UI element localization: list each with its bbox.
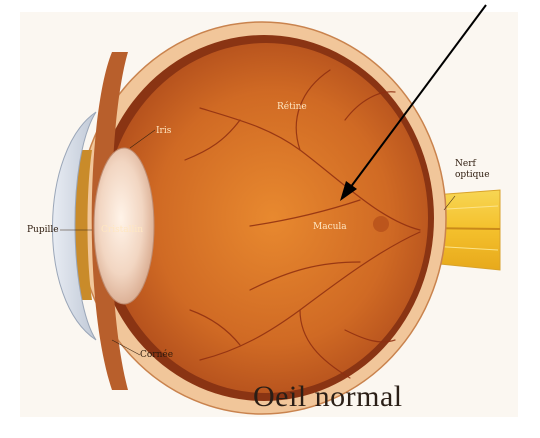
- diagram-caption: Oeil normal: [253, 380, 403, 414]
- macula-spot: [373, 216, 389, 232]
- label-retine: Rétine: [277, 103, 307, 112]
- label-macula: Macula: [313, 223, 347, 232]
- label-cornee: Cornée: [140, 351, 173, 360]
- label-nerf-line2: optique: [455, 171, 490, 180]
- label-iris: Iris: [156, 127, 171, 136]
- label-pupille: Pupille: [27, 226, 59, 235]
- label-nerf-line1: Nerf: [455, 160, 476, 169]
- label-cristallin: Cristallin: [101, 226, 143, 235]
